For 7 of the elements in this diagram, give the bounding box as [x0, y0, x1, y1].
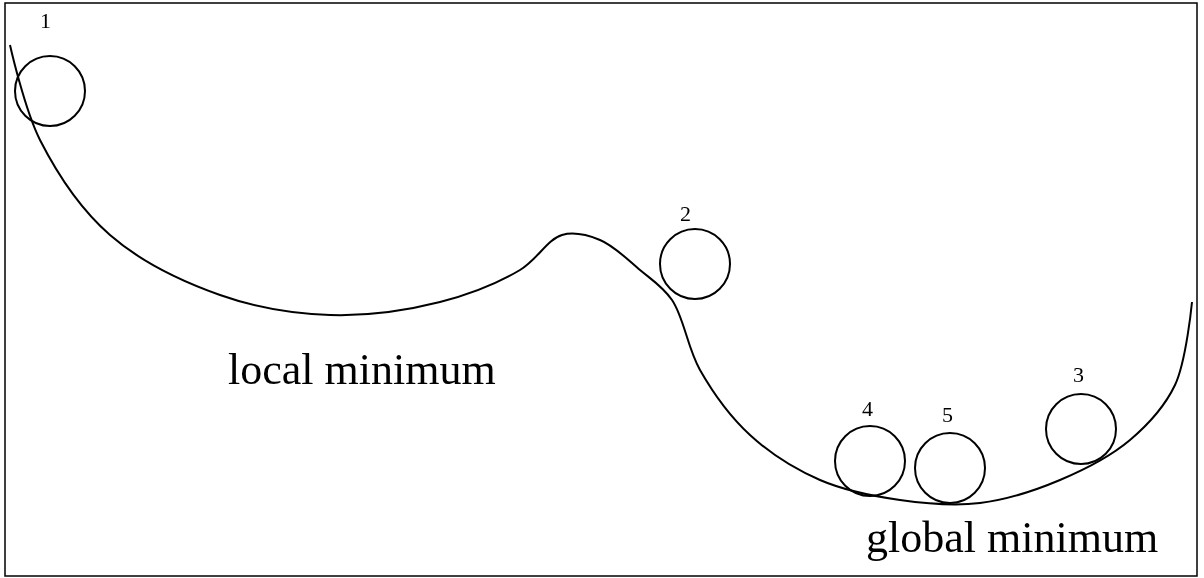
ball-number: 4: [862, 398, 873, 420]
ball-number: 1: [40, 10, 51, 32]
ball-number: 2: [680, 203, 691, 225]
ball-number: 5: [942, 404, 953, 426]
region-label: local minimum: [228, 348, 496, 392]
ball-number: 3: [1073, 364, 1084, 386]
region-label: global minimum: [866, 516, 1159, 560]
